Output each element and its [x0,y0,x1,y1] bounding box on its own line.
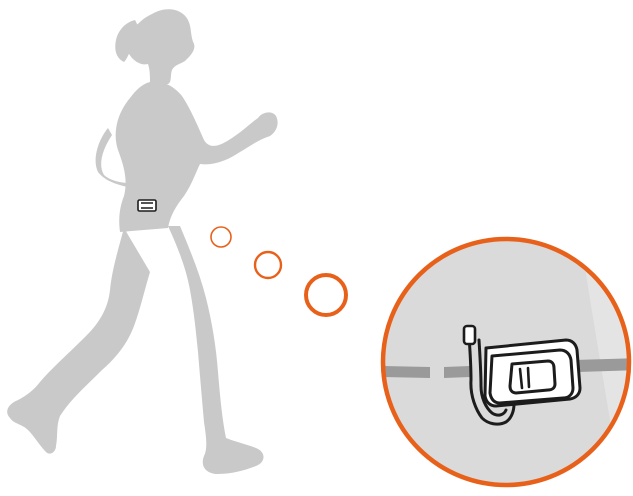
bubble-small [211,227,231,247]
waist-device-icon [138,200,156,211]
bubble-large [306,275,346,315]
signal-bubbles [211,227,346,315]
magnifier-circle-icon [380,236,633,496]
running-woman-icon [7,9,277,474]
bubble-medium [255,252,281,278]
